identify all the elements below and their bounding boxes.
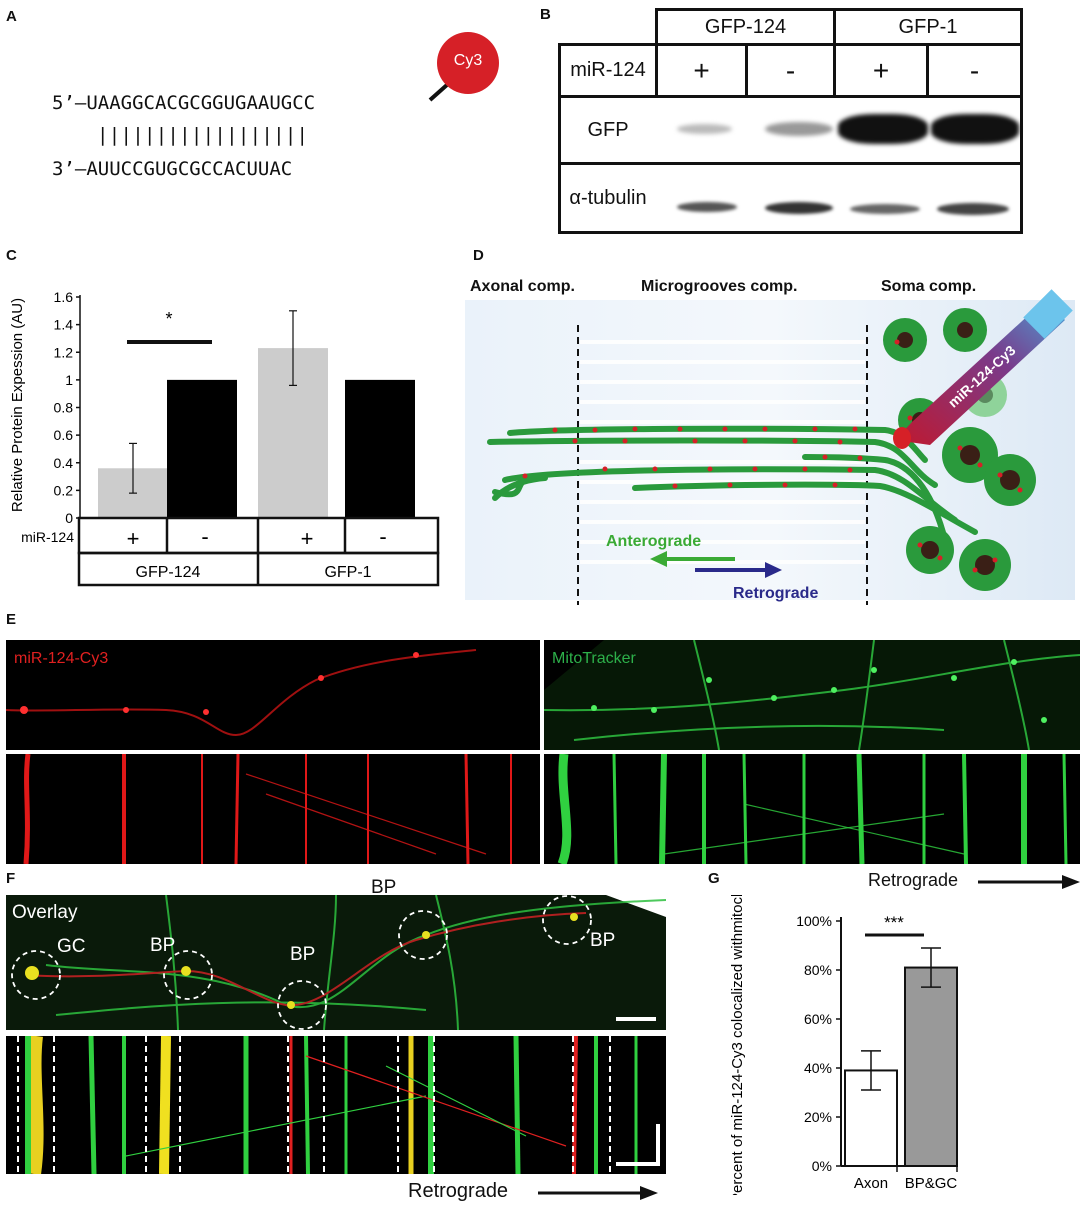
strand-top-prefix: 5’– xyxy=(52,92,87,114)
bar xyxy=(167,379,237,518)
e-retrograde-arrow xyxy=(978,875,1080,889)
compartment-label-soma: Soma comp. xyxy=(881,278,977,295)
f-retrograde-arrow xyxy=(538,1186,658,1200)
panel-label-e: E xyxy=(6,611,17,628)
row-label-mir124: miR-124 xyxy=(21,529,74,545)
panel-label-g: G xyxy=(708,870,720,887)
y-tick-label: 20% xyxy=(804,1109,832,1125)
y-tick-label: 40% xyxy=(804,1060,832,1076)
y-tick-label: 0.2 xyxy=(54,482,74,498)
tubulin-band xyxy=(677,202,737,212)
cy3-kymograph xyxy=(6,754,540,864)
sign-cell: - xyxy=(926,43,1023,98)
sign-cell: + xyxy=(833,43,929,98)
y-tick-label: 100% xyxy=(796,913,832,929)
panel-label-b: B xyxy=(540,6,551,23)
cy3-tag-label: Cy3 xyxy=(453,52,483,69)
circle-label-bp: BP xyxy=(371,877,397,898)
compartment-label-microgrooves: Microgrooves comp. xyxy=(641,278,798,295)
injection-pipette xyxy=(893,289,1073,449)
construct-header-gfp1: GFP-1 xyxy=(833,8,1023,46)
y-tick-label: 0.6 xyxy=(54,427,74,443)
y-tick-label: 1.4 xyxy=(54,317,74,333)
y-tick-label: 60% xyxy=(804,1011,832,1027)
circle-label-gc: GC xyxy=(57,936,86,957)
blot-area xyxy=(655,95,1023,234)
branch-point-circle xyxy=(277,980,327,1030)
mitotracker-channel-label: MitoTracker xyxy=(552,650,636,667)
sign-cell: + xyxy=(127,526,140,551)
significance-label: * xyxy=(165,309,172,329)
x-tick-label: BP&GC xyxy=(905,1175,958,1192)
overlay-label: Overlay xyxy=(12,902,78,923)
base-pairing: |||||||||||||||||| xyxy=(97,124,309,146)
tubulin-band xyxy=(850,204,920,214)
anterograde-label: Anterograde xyxy=(606,533,701,550)
mitotracker-image xyxy=(544,640,1080,750)
retrograde-label: Retrograde xyxy=(733,585,818,602)
significance-label: *** xyxy=(884,913,904,932)
y-tick-label: 80% xyxy=(804,962,832,978)
cy3-channel-label: miR-124-Cy3 xyxy=(14,650,109,667)
row-label-gfp: GFP xyxy=(558,95,658,165)
group-label: GFP-124 xyxy=(136,564,201,581)
strand-bottom-prefix: 3’– xyxy=(52,158,87,180)
branch-point-circle xyxy=(163,950,213,1000)
circle-label-bp: BP xyxy=(150,935,176,956)
branch-point-circle xyxy=(398,910,448,960)
y-tick-label: 1.6 xyxy=(54,289,74,305)
y-axis-label: Relative Protein Expession (AU) xyxy=(9,298,26,512)
kymograph-scale-bar xyxy=(616,1124,660,1166)
sign-cell: - xyxy=(201,524,208,549)
y-axis-label: Percent of miR-124-Cy3 colocalized withm… xyxy=(729,895,746,1195)
branch-point-circle xyxy=(542,895,592,945)
strand-bottom: AUUCCGUGCGCCACUUAC xyxy=(86,158,293,180)
overlay-image xyxy=(6,895,666,1030)
mitotracker-kymograph xyxy=(544,754,1080,864)
row-label-mir124: miR-124 xyxy=(558,43,658,98)
gfp-band xyxy=(765,122,833,136)
cy3-tag xyxy=(428,32,499,102)
e-retrograde-label: Retrograde xyxy=(868,870,959,890)
panel-label-a: A xyxy=(6,8,17,25)
panel-label-d: D xyxy=(473,247,484,264)
gfp-band xyxy=(677,124,732,134)
sign-cell: + xyxy=(655,43,748,98)
bar xyxy=(904,966,958,1167)
circle-label-bp: BP xyxy=(590,930,616,951)
sign-cell: - xyxy=(745,43,836,98)
sign-cell: - xyxy=(379,524,386,549)
strand-top: UAAGGCACGCGGUGAAUGCC xyxy=(86,92,316,114)
x-tick-label: Axon xyxy=(854,1175,888,1192)
tubulin-band xyxy=(765,202,833,214)
panel-g-chart: Percent of miR-124-Cy3 colocalized withm… xyxy=(729,895,958,1195)
f-retrograde-label: Retrograde xyxy=(408,1180,509,1202)
y-tick-label: 0.4 xyxy=(54,455,74,471)
y-tick-label: 1 xyxy=(65,372,73,388)
y-tick-label: 0 xyxy=(65,510,73,526)
y-tick-label: 0% xyxy=(812,1158,832,1174)
compartment-label-axonal: Axonal comp. xyxy=(470,278,575,295)
gfp-band xyxy=(931,114,1019,144)
group-label: GFP-1 xyxy=(324,564,371,581)
circle-label-bp: BP xyxy=(290,944,316,965)
cy3-image xyxy=(6,640,540,750)
panel-c-chart: Relative Protein Expession (AU) 0 0.2 0.4 0… xyxy=(9,289,440,587)
y-tick-label: 0.8 xyxy=(54,400,74,416)
row-label-tubulin: α-tubulin xyxy=(558,162,658,234)
overlay-kymograph xyxy=(6,1036,666,1174)
panel-d-schematic: miR-124-Cy3 Anterograde Retrograde xyxy=(465,289,1075,605)
growth-cone-circle xyxy=(11,950,61,1000)
panel-label-c: C xyxy=(6,247,17,264)
panel-label-f: F xyxy=(6,870,16,887)
gfp-band xyxy=(838,114,928,144)
construct-header-gfp124: GFP-124 xyxy=(655,8,836,46)
sign-cell: + xyxy=(301,526,314,551)
tubulin-band xyxy=(937,203,1009,215)
bar xyxy=(345,379,415,518)
y-tick-label: 1.2 xyxy=(54,344,74,360)
